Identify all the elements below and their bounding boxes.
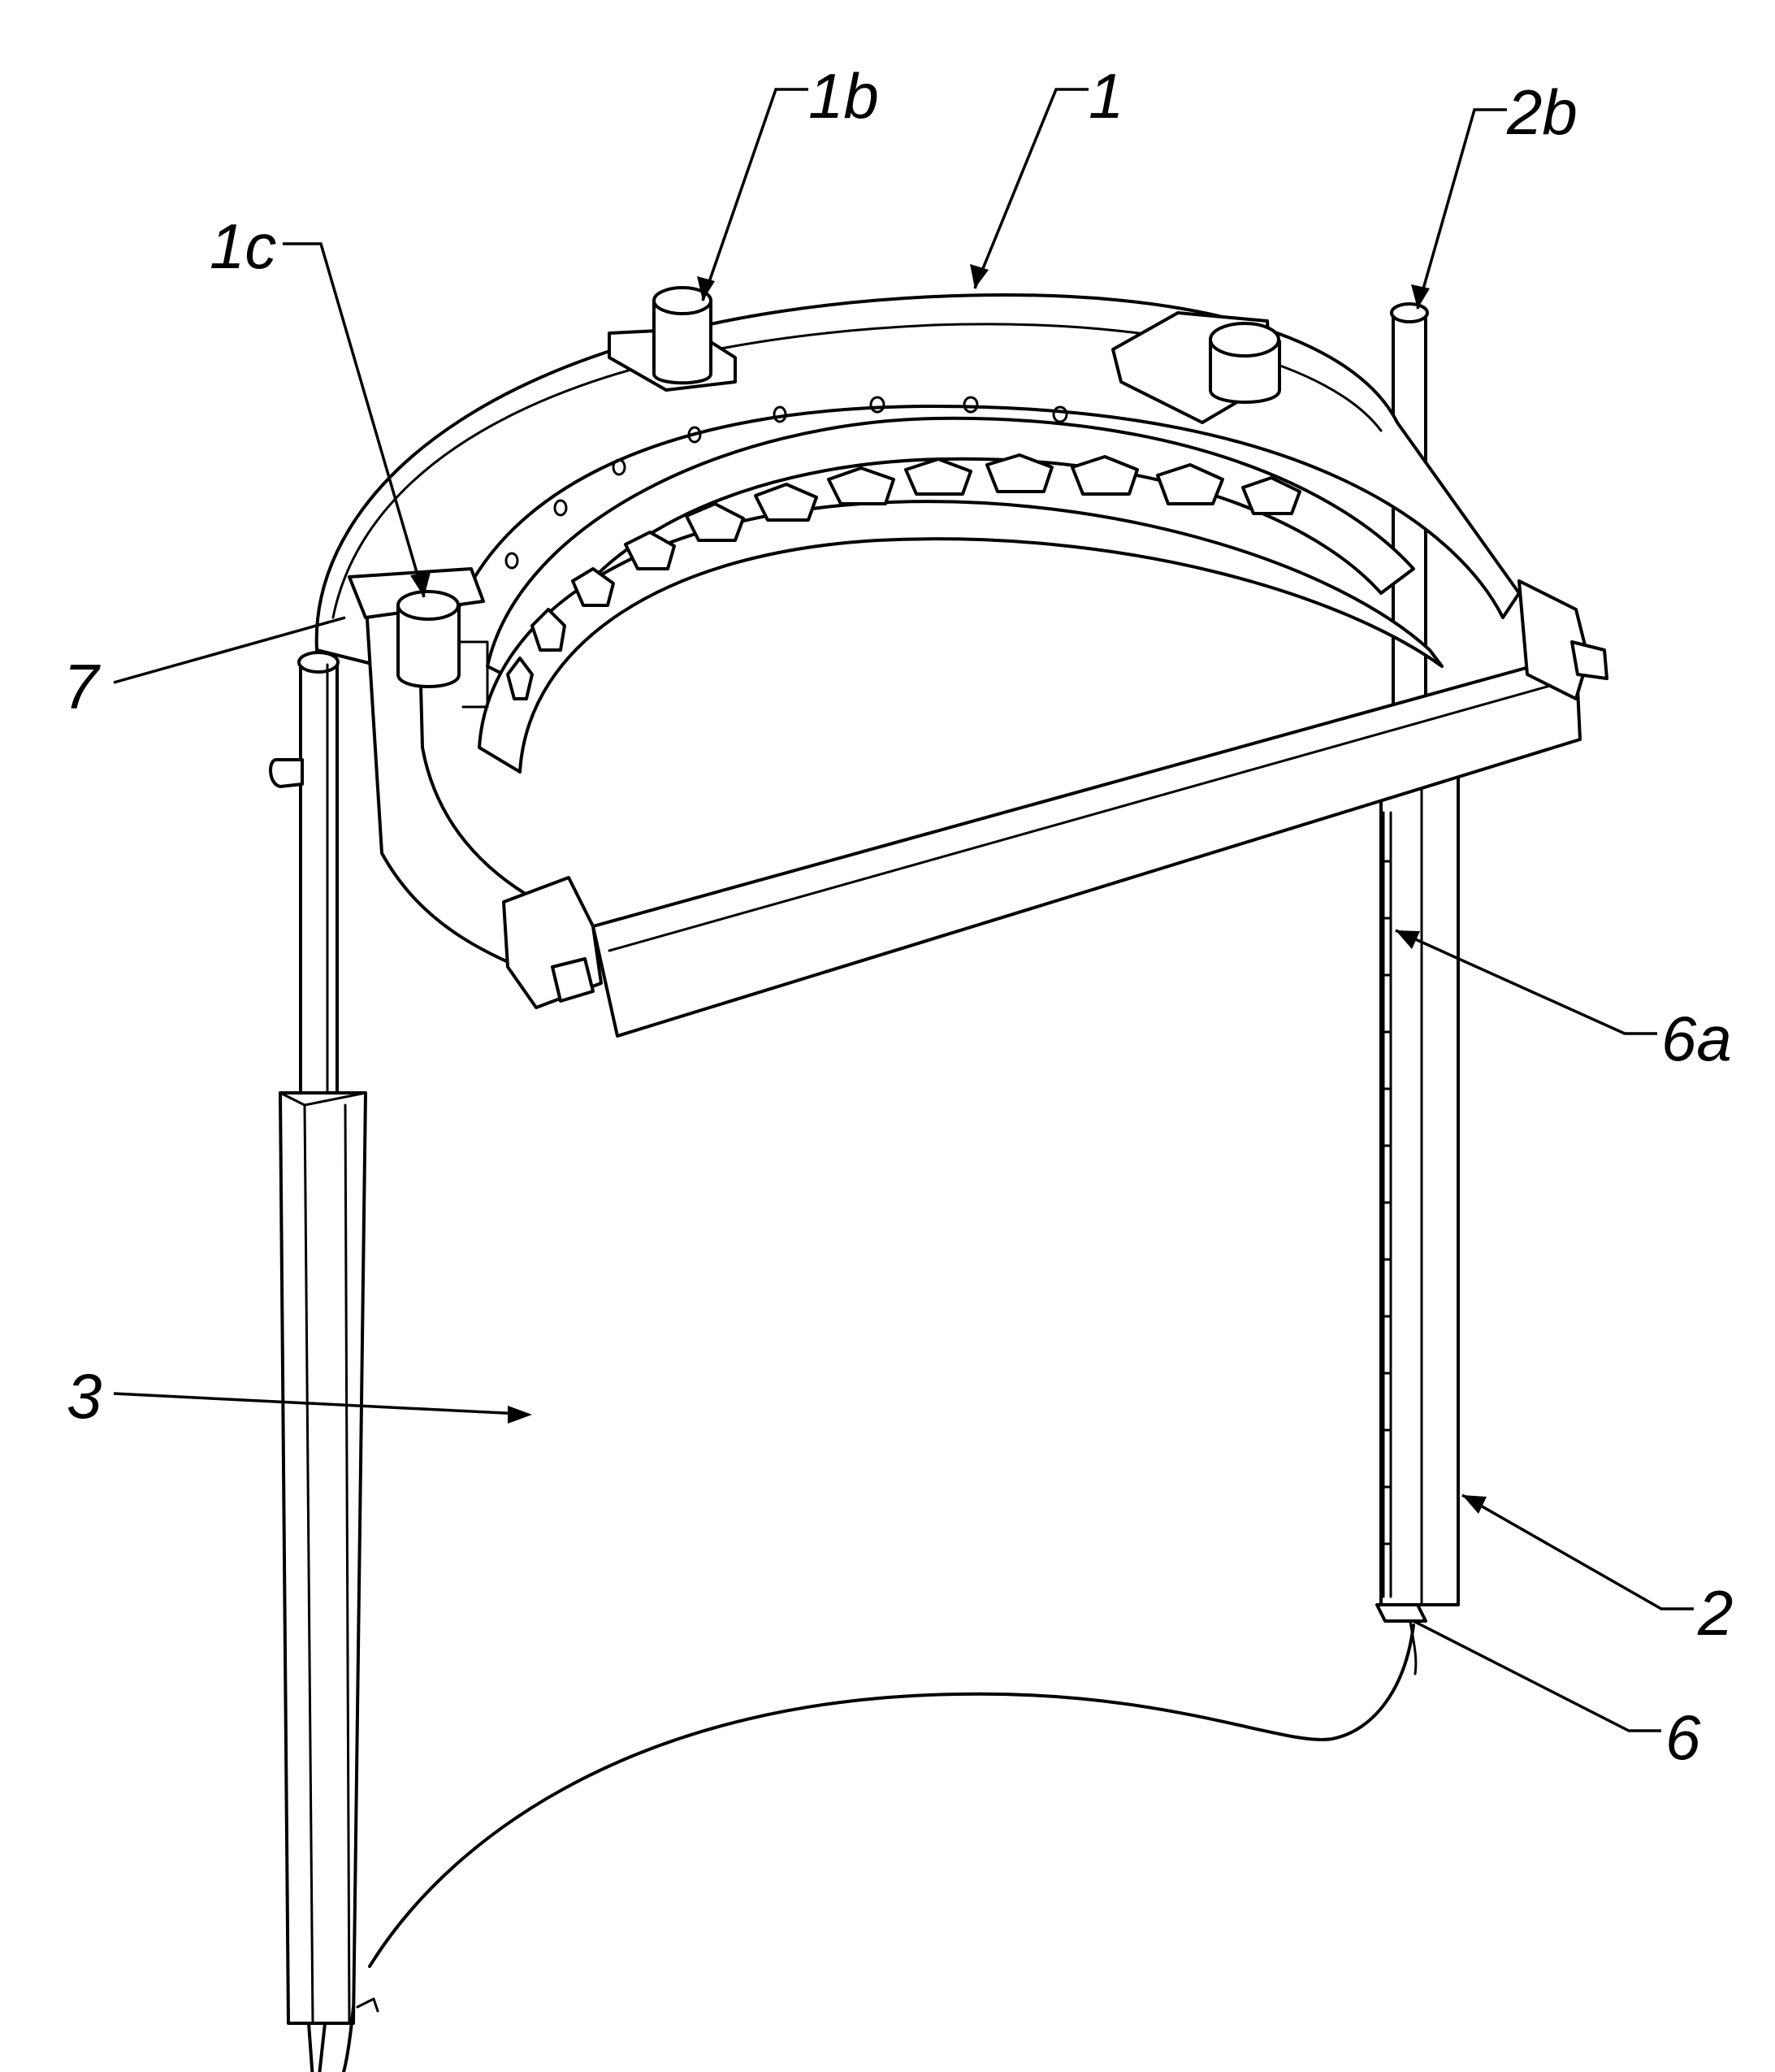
label-2: 2 xyxy=(1697,1577,1733,1649)
label-2b: 2b xyxy=(1506,76,1578,148)
reference-labels: 1b 1 2b 1c 7 6a 3 2 6 xyxy=(63,60,1733,1773)
left-rod xyxy=(279,651,379,2072)
right-rod xyxy=(1375,302,1460,1623)
rack-teeth xyxy=(1382,860,1392,1545)
knob-1c xyxy=(348,567,489,709)
knob-right xyxy=(1111,311,1281,424)
leader-lines xyxy=(113,88,1694,1732)
label-6a: 6a xyxy=(1661,1003,1732,1074)
knob-1b xyxy=(608,286,737,392)
label-1c: 1c xyxy=(210,210,276,282)
label-6: 6 xyxy=(1665,1701,1701,1773)
headband-frame xyxy=(269,286,1608,1038)
label-1b: 1b xyxy=(808,60,879,132)
label-7: 7 xyxy=(63,651,101,722)
label-3: 3 xyxy=(67,1360,102,1432)
vent-holes-hex xyxy=(506,453,1301,700)
label-1: 1 xyxy=(1089,60,1123,132)
visor-sheet xyxy=(368,1615,1418,1968)
vent-holes-small xyxy=(504,396,1068,570)
